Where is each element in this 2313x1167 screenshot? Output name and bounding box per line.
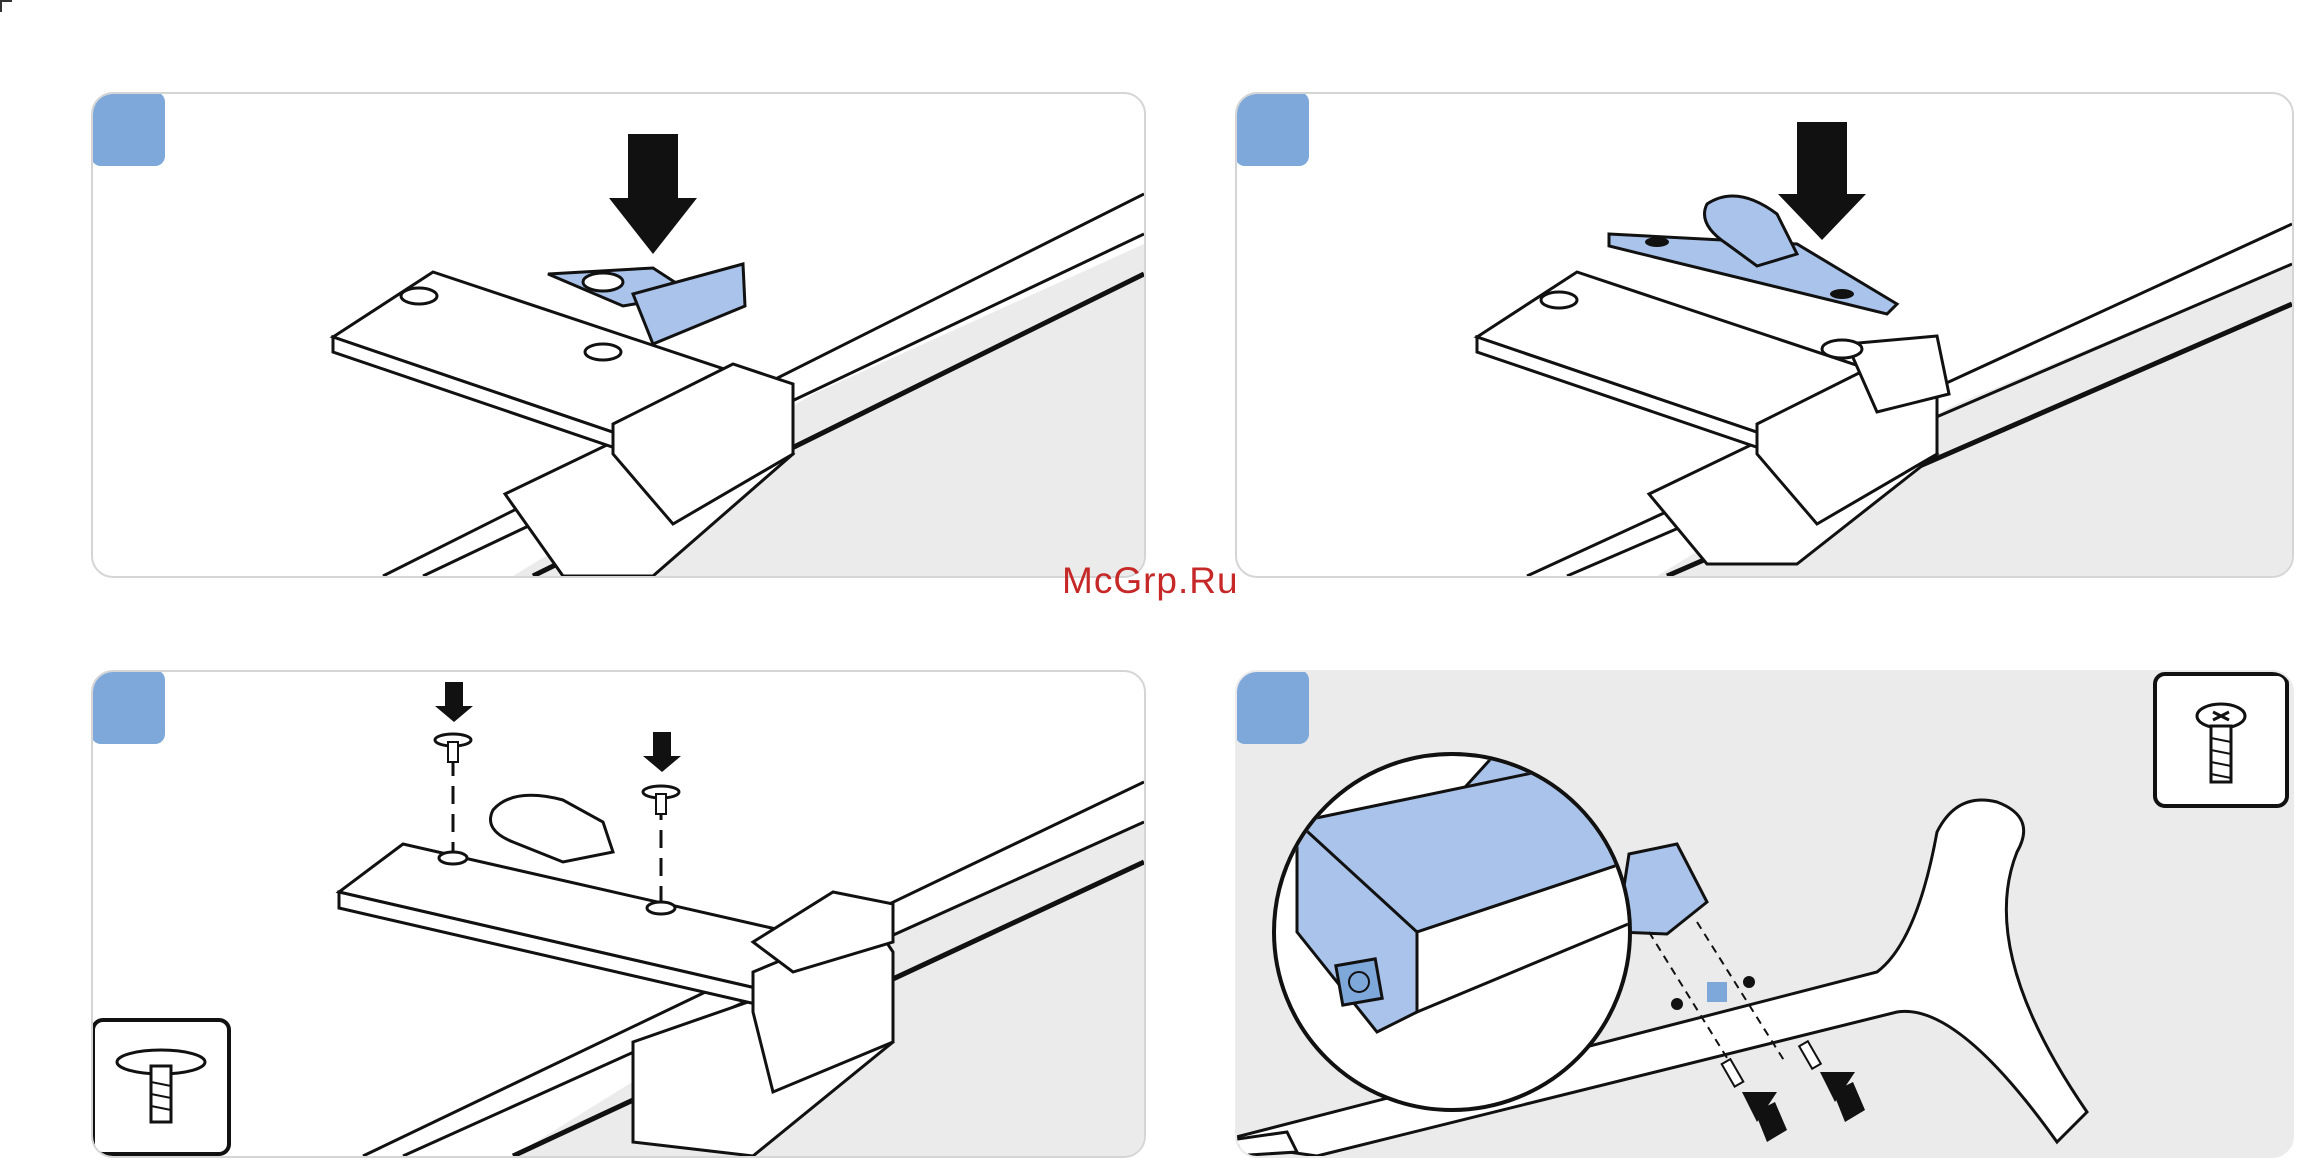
step-panel-4: [1235, 670, 2294, 1158]
step-panel-1: [91, 92, 1146, 578]
step-3-illustration: [93, 672, 1144, 1156]
watermark-text: McGrp.Ru: [1062, 560, 1239, 602]
push-arrow-icon: [1820, 1072, 1865, 1122]
step-4-illustration: [1237, 672, 2292, 1156]
down-arrow-icon: [609, 134, 697, 254]
down-arrow-icon: [643, 732, 681, 772]
screw-icon: [95, 1022, 227, 1152]
screw-inset-box: [2153, 672, 2289, 808]
step-badge-3: [91, 670, 165, 744]
push-arrow-icon: [1742, 1092, 1787, 1142]
page-corner-mark: [0, 0, 12, 12]
down-arrow-icon: [1778, 122, 1866, 240]
step-1-illustration: [93, 94, 1144, 576]
screw-icon: [435, 734, 471, 762]
step-2-illustration: [1237, 94, 2292, 576]
screw-inset-box: [91, 1018, 231, 1156]
step-badge-4: [1235, 670, 1309, 744]
step-badge-1: [91, 92, 165, 166]
down-arrow-icon: [435, 682, 473, 722]
screw-icon: [2157, 676, 2285, 804]
step-panel-3: [91, 670, 1146, 1158]
step-badge-2: [1235, 92, 1309, 166]
step-panel-2: [1235, 92, 2294, 578]
screw-icon: [643, 786, 679, 814]
